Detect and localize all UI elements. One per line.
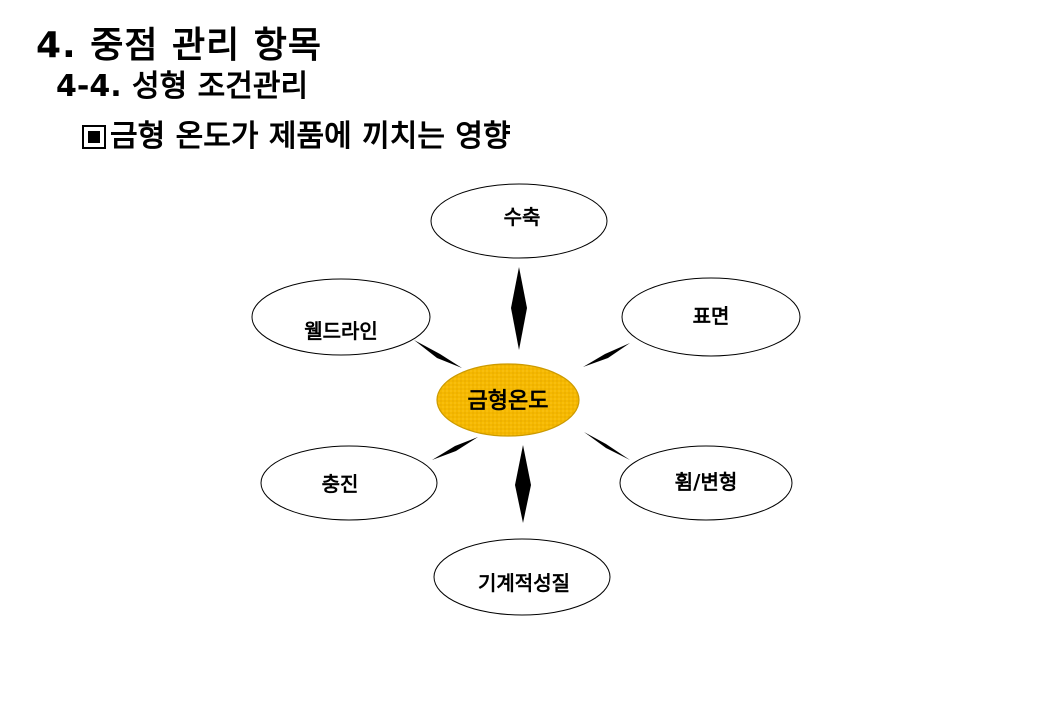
section-subtitle: 4-4. 성형 조건관리 [56,69,309,104]
node-shrinkage-label: 수축 [504,205,541,229]
node-warpage-label: 휨/변형 [675,470,738,494]
node-filling-label: 충진 [322,472,359,496]
node-weldline-label: 웰드라인 [304,319,378,343]
connector-arrow-upper-left [414,340,462,368]
node-mechanical-label: 기계적성질 [478,571,570,595]
node-shrinkage: 수축 [430,183,608,259]
connector-arrow-upper-right [583,343,630,367]
connector-arrow-top [511,267,527,350]
node-surface-label: 표면 [693,304,730,328]
node-filling: 충진 [260,445,438,521]
section-heading: 금형 온도가 제품에 끼치는 영향 [82,117,511,157]
slide-title: 4. 중점 관리 항목 [36,25,323,66]
node-weldline: 웰드라인 [251,278,431,356]
connector-arrow-lower-right [584,432,630,460]
connector-arrow-lower-left [432,437,478,460]
node-mechanical: 기계적성질 [433,538,611,616]
center-node-label: 금형온도 [468,389,549,414]
node-warpage: 휨/변형 [619,445,793,521]
connector-arrow-bottom [515,445,531,523]
center-node: 금형온도 [436,363,580,437]
node-surface: 표면 [621,277,801,357]
section-heading-text: 금형 온도가 제품에 끼치는 영향 [110,119,511,154]
square-bullet-icon [82,125,106,149]
